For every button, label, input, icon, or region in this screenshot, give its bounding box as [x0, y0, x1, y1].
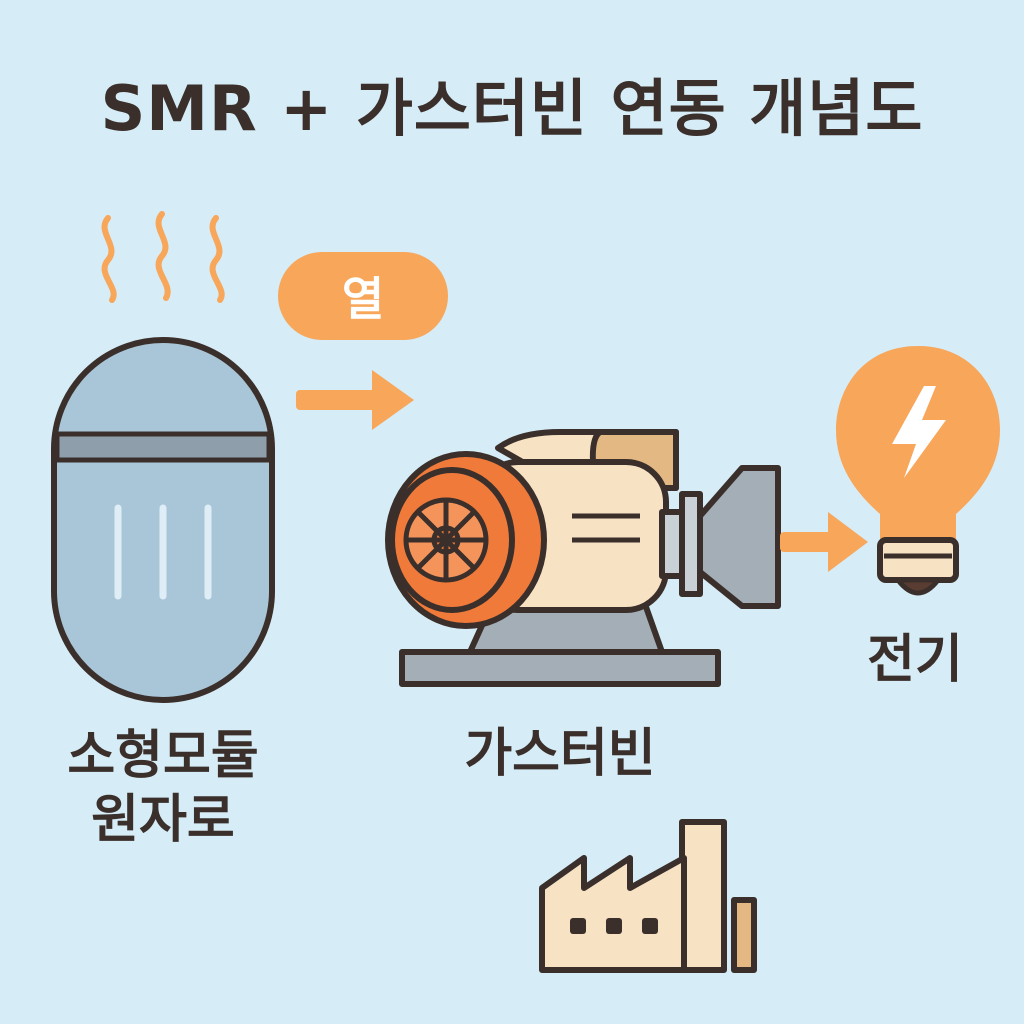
heat-label-badge: 열 [278, 252, 448, 340]
arrow-right-icon [296, 370, 414, 430]
diagram-title: SMR + 가스터빈 연동 개념도 [100, 72, 924, 145]
reactor-vessel-icon [51, 337, 275, 703]
arrow-right-icon [780, 512, 868, 572]
turbine-label: 가스터빈 [464, 724, 656, 784]
lightning-icon [892, 386, 946, 478]
reactor-label-line1: 소형모듈 [67, 726, 259, 786]
reactor-label-line2: 원자로 [91, 790, 235, 850]
electricity-label: 전기 [867, 630, 963, 690]
reactor-label: 소형모듈 원자로 [40, 724, 286, 852]
heat-label: 열 [341, 272, 385, 326]
factory-icon [539, 819, 757, 973]
light-bulb-icon [836, 346, 1000, 596]
gas-turbine-icon [385, 429, 781, 687]
heat-waves-icon [101, 211, 225, 303]
